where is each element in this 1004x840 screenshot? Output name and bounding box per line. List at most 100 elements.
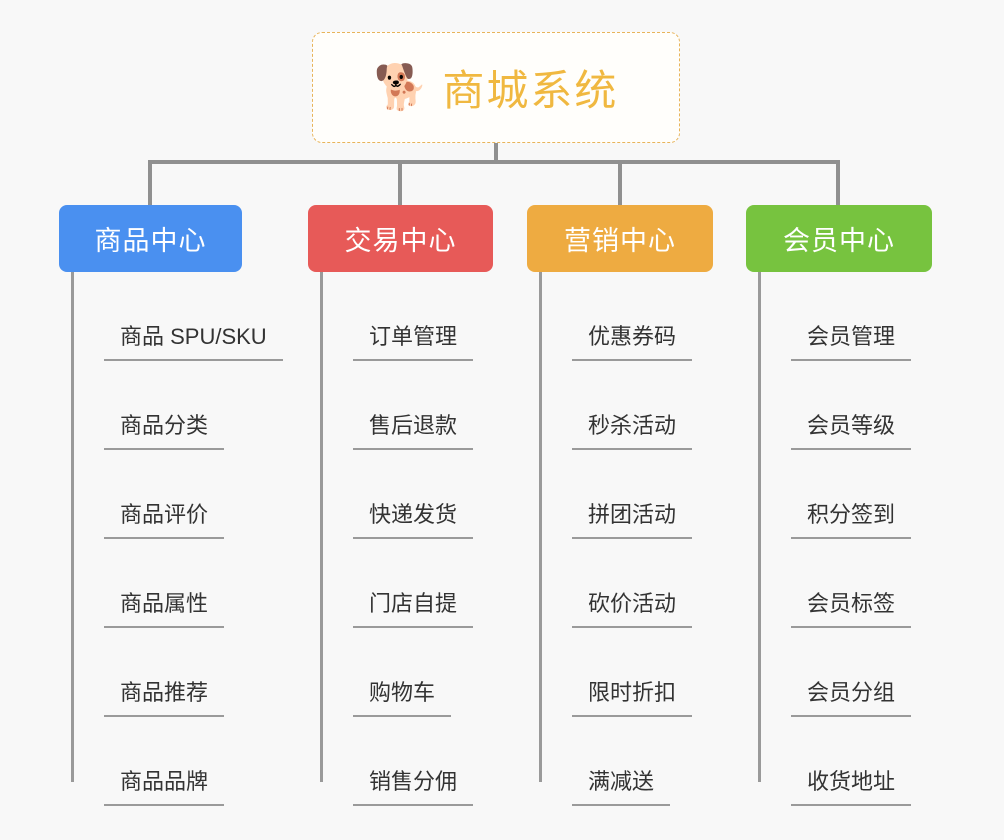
branch-item-inner: 限时折扣	[572, 675, 693, 717]
branch-item-inner: 订单管理	[353, 319, 474, 361]
branch-item-inner: 会员等级	[791, 408, 912, 450]
branch-item-label: 拼团活动	[588, 502, 677, 527]
branch-item-inner: 会员分组	[791, 675, 912, 717]
category-header-product-center[interactable]: 商品中心	[59, 205, 242, 272]
branch-item-inner: 收货地址	[791, 764, 912, 806]
branch-item[interactable]: 快递发货	[308, 450, 474, 539]
root-title: 商城系统	[442, 67, 619, 114]
branch-item-label: 快递发货	[369, 502, 458, 527]
branch-product-center: 商品中心商品 SPU/SKU 商品分类商品评价商品属性商品推荐商品品牌	[59, 205, 283, 806]
branch-item-underline	[353, 804, 474, 806]
branch-item[interactable]: 商品分类	[59, 361, 283, 450]
branch-item-inner: 会员管理	[791, 319, 912, 361]
branch-item[interactable]: 销售分佣	[308, 717, 474, 806]
category-header-member-center[interactable]: 会员中心	[746, 205, 932, 272]
branch-item-inner: 商品评价	[104, 497, 225, 539]
branch-item[interactable]: 门店自提	[308, 539, 474, 628]
category-header-label: 交易中心	[344, 226, 457, 256]
branch-item[interactable]: 优惠券码	[527, 272, 693, 361]
branch-item-underline	[572, 448, 693, 450]
branch-item-underline	[353, 626, 474, 628]
branch-item-inner: 门店自提	[353, 586, 474, 628]
branch-item-list: 优惠券码秒杀活动拼团活动砍价活动限时折扣满减送	[527, 272, 693, 806]
branch-trade-center: 交易中心订单管理售后退款快递发货门店自提购物车销售分佣	[308, 205, 493, 806]
branch-spine	[539, 272, 542, 782]
branch-item-list: 会员管理会员等级积分签到会员标签会员分组收货地址	[746, 272, 912, 806]
branch-item-label: 购物车	[369, 680, 436, 705]
branch-item-inner: 快递发货	[353, 497, 474, 539]
branch-item-underline	[353, 537, 474, 539]
branch-item-underline	[572, 359, 693, 361]
branch-item-underline	[104, 715, 225, 717]
branch-item-label: 订单管理	[369, 324, 458, 349]
branch-item[interactable]: 商品品牌	[59, 717, 283, 806]
branch-item-label: 会员标签	[807, 591, 896, 616]
branch-item[interactable]: 商品评价	[59, 450, 283, 539]
branch-item-label: 限时折扣	[588, 680, 677, 705]
branch-item-underline	[104, 804, 225, 806]
branch-item-underline	[791, 448, 912, 450]
category-header-trade-center[interactable]: 交易中心	[308, 205, 493, 272]
branch-item-inner: 拼团活动	[572, 497, 693, 539]
branch-member-center: 会员中心会员管理会员等级积分签到会员标签会员分组收货地址	[746, 205, 932, 806]
branch-item-underline	[572, 715, 693, 717]
branch-item-underline	[104, 448, 225, 450]
branch-item-inner: 优惠券码	[572, 319, 693, 361]
branch-spine	[758, 272, 761, 782]
branch-item[interactable]: 会员标签	[746, 539, 912, 628]
branch-item[interactable]: 商品 SPU/SKU	[59, 272, 283, 361]
branch-item-label: 商品评价	[120, 502, 209, 527]
branch-item[interactable]: 限时折扣	[527, 628, 693, 717]
branch-item[interactable]: 售后退款	[308, 361, 474, 450]
branch-item[interactable]: 订单管理	[308, 272, 474, 361]
connector-drop-4	[836, 160, 840, 205]
branch-item-inner: 商品推荐	[104, 675, 225, 717]
branch-item-underline	[791, 359, 912, 361]
branch-item-inner: 砍价活动	[572, 586, 693, 628]
branch-item[interactable]: 砍价活动	[527, 539, 693, 628]
branch-item[interactable]: 积分签到	[746, 450, 912, 539]
branch-item-underline	[353, 359, 474, 361]
branch-item[interactable]: 拼团活动	[527, 450, 693, 539]
branch-item[interactable]: 满减送	[527, 717, 692, 806]
branch-item-label: 商品分类	[120, 413, 209, 438]
branch-item-label: 秒杀活动	[588, 413, 677, 438]
connector-drop-3	[618, 160, 622, 205]
branch-item-label: 会员分组	[807, 680, 896, 705]
branch-item-inner: 秒杀活动	[572, 408, 693, 450]
branch-item[interactable]: 会员管理	[746, 272, 912, 361]
branch-item-label: 收货地址	[807, 769, 896, 794]
branch-spine	[71, 272, 74, 782]
branch-item[interactable]: 商品推荐	[59, 628, 283, 717]
branch-item[interactable]: 会员等级	[746, 361, 912, 450]
branch-item-label: 售后退款	[369, 413, 458, 438]
branch-item-inner: 商品分类	[104, 408, 225, 450]
branch-item[interactable]: 秒杀活动	[527, 361, 693, 450]
branch-item-label: 优惠券码	[588, 324, 677, 349]
branch-item-label: 会员管理	[807, 324, 896, 349]
category-header-marketing-center[interactable]: 营销中心	[527, 205, 713, 272]
branch-item[interactable]: 购物车	[308, 628, 473, 717]
branch-item-underline	[572, 804, 671, 806]
branch-item-underline	[104, 626, 225, 628]
branch-item-underline	[791, 537, 912, 539]
branch-item[interactable]: 会员分组	[746, 628, 912, 717]
shiba-dog-icon: 🐕	[373, 61, 429, 113]
branch-item-label: 会员等级	[807, 413, 896, 438]
branch-item-inner: 商品属性	[104, 586, 225, 628]
branch-item[interactable]: 收货地址	[746, 717, 912, 806]
category-header-label: 会员中心	[783, 226, 895, 256]
branch-item-underline	[353, 715, 452, 717]
root-node[interactable]: 🐕 商城系统	[312, 32, 680, 143]
branch-item-inner: 积分签到	[791, 497, 912, 539]
branch-spine	[320, 272, 323, 782]
connector-horizontal-bar	[148, 160, 840, 164]
branch-item-inner: 满减送	[572, 764, 671, 806]
connector-stem	[494, 143, 498, 164]
branch-item-label: 门店自提	[369, 591, 458, 616]
branch-item-underline	[104, 359, 283, 361]
branch-item-inner: 商品 SPU/SKU	[104, 319, 283, 361]
branch-item[interactable]: 商品属性	[59, 539, 283, 628]
connector-drop-1	[148, 160, 152, 205]
